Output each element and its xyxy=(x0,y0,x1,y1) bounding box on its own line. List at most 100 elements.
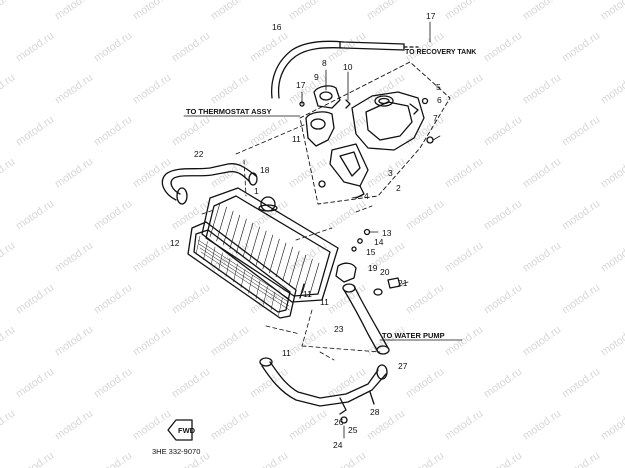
watermark-text: motod.ru xyxy=(131,240,173,275)
part-number: 24 xyxy=(333,440,343,450)
watermark-text: motod.ru xyxy=(521,240,563,275)
watermark-text: motod.ru xyxy=(0,156,17,191)
watermark-text: motod.ru xyxy=(131,72,173,107)
part-number: 11 xyxy=(282,348,291,358)
part-number: 28 xyxy=(370,407,380,417)
watermark-text: motod.ru xyxy=(92,282,134,317)
watermark-text: motod.ru xyxy=(560,282,602,317)
watermark-text: motod.ru xyxy=(14,282,56,317)
watermark-text: motod.ru xyxy=(14,198,56,233)
watermark-text: motod.ru xyxy=(560,30,602,65)
watermark-text: motod.ru xyxy=(209,156,251,191)
watermark-text: motod.ru xyxy=(131,324,173,359)
watermark-text: motod.ru xyxy=(365,0,407,22)
part-number: 2 xyxy=(396,183,401,193)
part-number: 17 xyxy=(426,11,436,21)
part-number: 19 xyxy=(368,263,378,273)
thermostat-housing xyxy=(299,69,351,147)
watermark-text: motod.ru xyxy=(560,366,602,401)
part-number: 13 xyxy=(382,228,392,238)
part-number: 27 xyxy=(398,361,408,371)
watermark-text: motod.ru xyxy=(0,240,17,275)
radiator-tank-cover xyxy=(351,91,441,151)
watermark-text: motod.ru xyxy=(482,30,524,65)
watermark-text: motod.ru xyxy=(521,324,563,359)
part-number: 20 xyxy=(380,267,390,277)
watermark-text: motod.ru xyxy=(287,156,329,191)
watermark-text: motod.ru xyxy=(404,366,446,401)
watermark-text: motod.ru xyxy=(443,0,485,22)
side-fittings xyxy=(335,228,409,296)
watermark-text: motod.ru xyxy=(248,30,290,65)
watermark-text: motod.ru xyxy=(521,0,563,22)
watermark-text: motod.ru xyxy=(404,282,446,317)
part-number: 11 xyxy=(303,289,312,299)
part-number: 6 xyxy=(437,95,442,105)
watermark-text: motod.ru xyxy=(92,366,134,401)
part-number: 22 xyxy=(194,149,204,159)
watermark-text: motod.ru xyxy=(92,114,134,149)
watermark-text: motod.ru xyxy=(170,114,212,149)
callout-thermostat: TO THERMOSTAT ASSY xyxy=(186,107,272,116)
watermark-text: motod.ru xyxy=(53,408,95,443)
watermark-text: motod.ru xyxy=(443,156,485,191)
labels: TO RECOVERY TANK TO THERMOSTAT ASSY TO W… xyxy=(152,11,476,456)
watermark-text: motod.ru xyxy=(14,450,56,468)
watermark-text: motod.ru xyxy=(53,156,95,191)
watermark-text: motod.ru xyxy=(209,0,251,22)
watermark-text: motod.ru xyxy=(53,324,95,359)
watermark-text: motod.ru xyxy=(53,240,95,275)
watermark-text: motod.ru xyxy=(482,366,524,401)
diagram-code: 3HE 332-9070 xyxy=(152,447,200,456)
watermark-text: motod.ru xyxy=(326,198,368,233)
dashed-leaders xyxy=(201,123,381,361)
part-number: 26 xyxy=(334,417,344,427)
watermark-text: motod.ru xyxy=(92,450,134,468)
watermark-text: motod.ru xyxy=(521,156,563,191)
watermark-text: motod.ru xyxy=(0,408,17,443)
watermark-text: motod.ru xyxy=(599,324,625,359)
part-number: 4 xyxy=(364,191,369,201)
watermark-text: motod.ru xyxy=(599,156,625,191)
watermark-text: motod.ru xyxy=(482,282,524,317)
coolant-pipe-bracket xyxy=(318,143,369,199)
part-number: 16 xyxy=(272,22,282,32)
watermark-text: motod.ru xyxy=(482,114,524,149)
part-number: 7 xyxy=(433,113,438,123)
watermark-text: motod.ru xyxy=(170,366,212,401)
watermark-text: motod.ru xyxy=(326,282,368,317)
part-number: 5 xyxy=(436,82,441,92)
watermark-text: motod.ru xyxy=(560,450,602,468)
watermark-text: motod.ru xyxy=(0,324,17,359)
watermark-text: motod.ru xyxy=(14,114,56,149)
part-number: 3 xyxy=(388,168,393,178)
part-number: 18 xyxy=(260,165,270,175)
part-number: 15 xyxy=(366,247,376,257)
watermark-text: motod.ru xyxy=(404,198,446,233)
part-number: 23 xyxy=(334,324,344,334)
watermark-text: motod.ru xyxy=(443,408,485,443)
watermark-text: motod.ru xyxy=(53,0,95,22)
watermark-text: motod.ru xyxy=(287,0,329,22)
watermark-text: motod.ru xyxy=(560,114,602,149)
watermark-text: motod.ru xyxy=(365,156,407,191)
water-pump-pipe xyxy=(259,357,388,439)
assembly-frame-dashed xyxy=(299,61,451,205)
radiator-grille-cover xyxy=(187,221,297,319)
watermark-text: motod.ru xyxy=(482,450,524,468)
watermark-text: motod.ru xyxy=(131,0,173,22)
watermark-text: motod.ru xyxy=(287,72,329,107)
watermark-text: motod.ru xyxy=(482,198,524,233)
watermark-text: motod.ru xyxy=(326,450,368,468)
watermark-text: motod.ru xyxy=(560,198,602,233)
watermark-text: motod.ru xyxy=(599,240,625,275)
watermark-text: motod.ru xyxy=(14,366,56,401)
callout-recovery-tank: TO RECOVERY TANK xyxy=(405,49,476,56)
part-number: 11 xyxy=(292,134,301,144)
watermark-text: motod.ru xyxy=(131,408,173,443)
part-number: 17 xyxy=(296,80,306,90)
watermark-text: motod.ru xyxy=(14,30,56,65)
